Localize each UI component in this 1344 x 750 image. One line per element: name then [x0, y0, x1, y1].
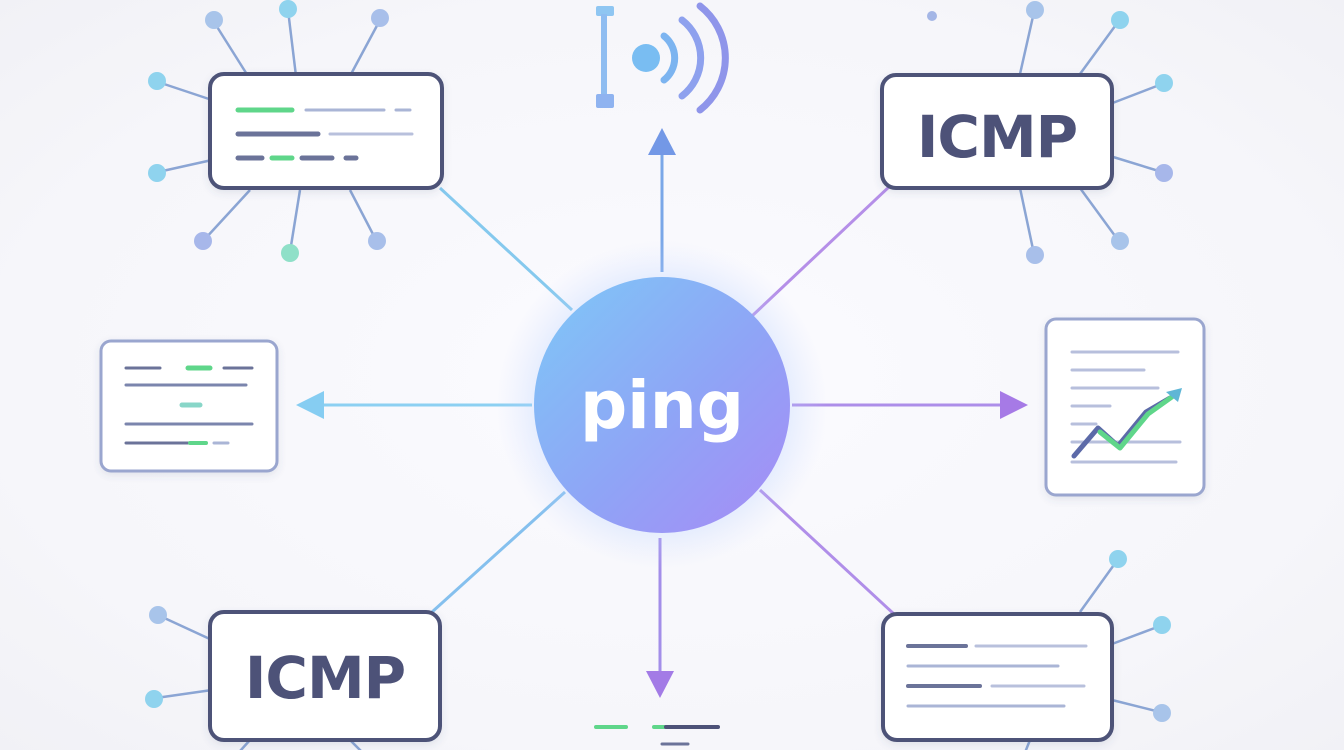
satellites-top-left	[157, 9, 382, 253]
satellite-dots-bottom-right	[1109, 550, 1171, 722]
icmp-label-bottom-left: ICMP	[245, 644, 405, 712]
node-bottom-right	[881, 550, 1171, 750]
ping-node: ping	[497, 240, 827, 570]
satellites-bottom-left	[155, 614, 362, 750]
signal-icon	[596, 2, 729, 114]
node-top-left	[148, 0, 444, 262]
icmp-box-top-right	[880, 73, 1114, 190]
node-left	[99, 339, 279, 473]
panel-top-left	[208, 72, 444, 190]
panel-bottom-right	[881, 612, 1114, 742]
text-lines-icon	[235, 107, 414, 161]
ping-label: ping	[580, 367, 744, 444]
satellite-dots-top-left	[148, 0, 389, 262]
satellite-dots-bottom-left	[145, 606, 167, 708]
node-icmp-bottom-left: ICMP	[145, 606, 442, 750]
text-lines-icon	[124, 365, 254, 445]
node-right	[1044, 317, 1206, 497]
chart-document	[1044, 317, 1206, 497]
node-icmp-top-right: ICMP	[880, 1, 1173, 264]
satellite-dots-top-right	[1026, 1, 1173, 264]
satellites-bottom-right	[1024, 561, 1161, 750]
trend-chart-icon	[1070, 350, 1182, 464]
icmp-box-bottom-left	[208, 610, 442, 742]
arrow-down-head	[646, 671, 674, 698]
bottom-center-lines	[594, 725, 720, 746]
arrow-right-head	[1000, 391, 1028, 419]
icmp-label-top-right: ICMP	[917, 103, 1077, 171]
ping-node-circle	[534, 277, 790, 533]
arrow-left-head	[296, 391, 324, 419]
arrow-up-head	[648, 128, 676, 155]
satellites-top-right	[1018, 11, 1163, 255]
text-lines-icon	[906, 644, 1088, 708]
dot-decor	[927, 11, 937, 21]
